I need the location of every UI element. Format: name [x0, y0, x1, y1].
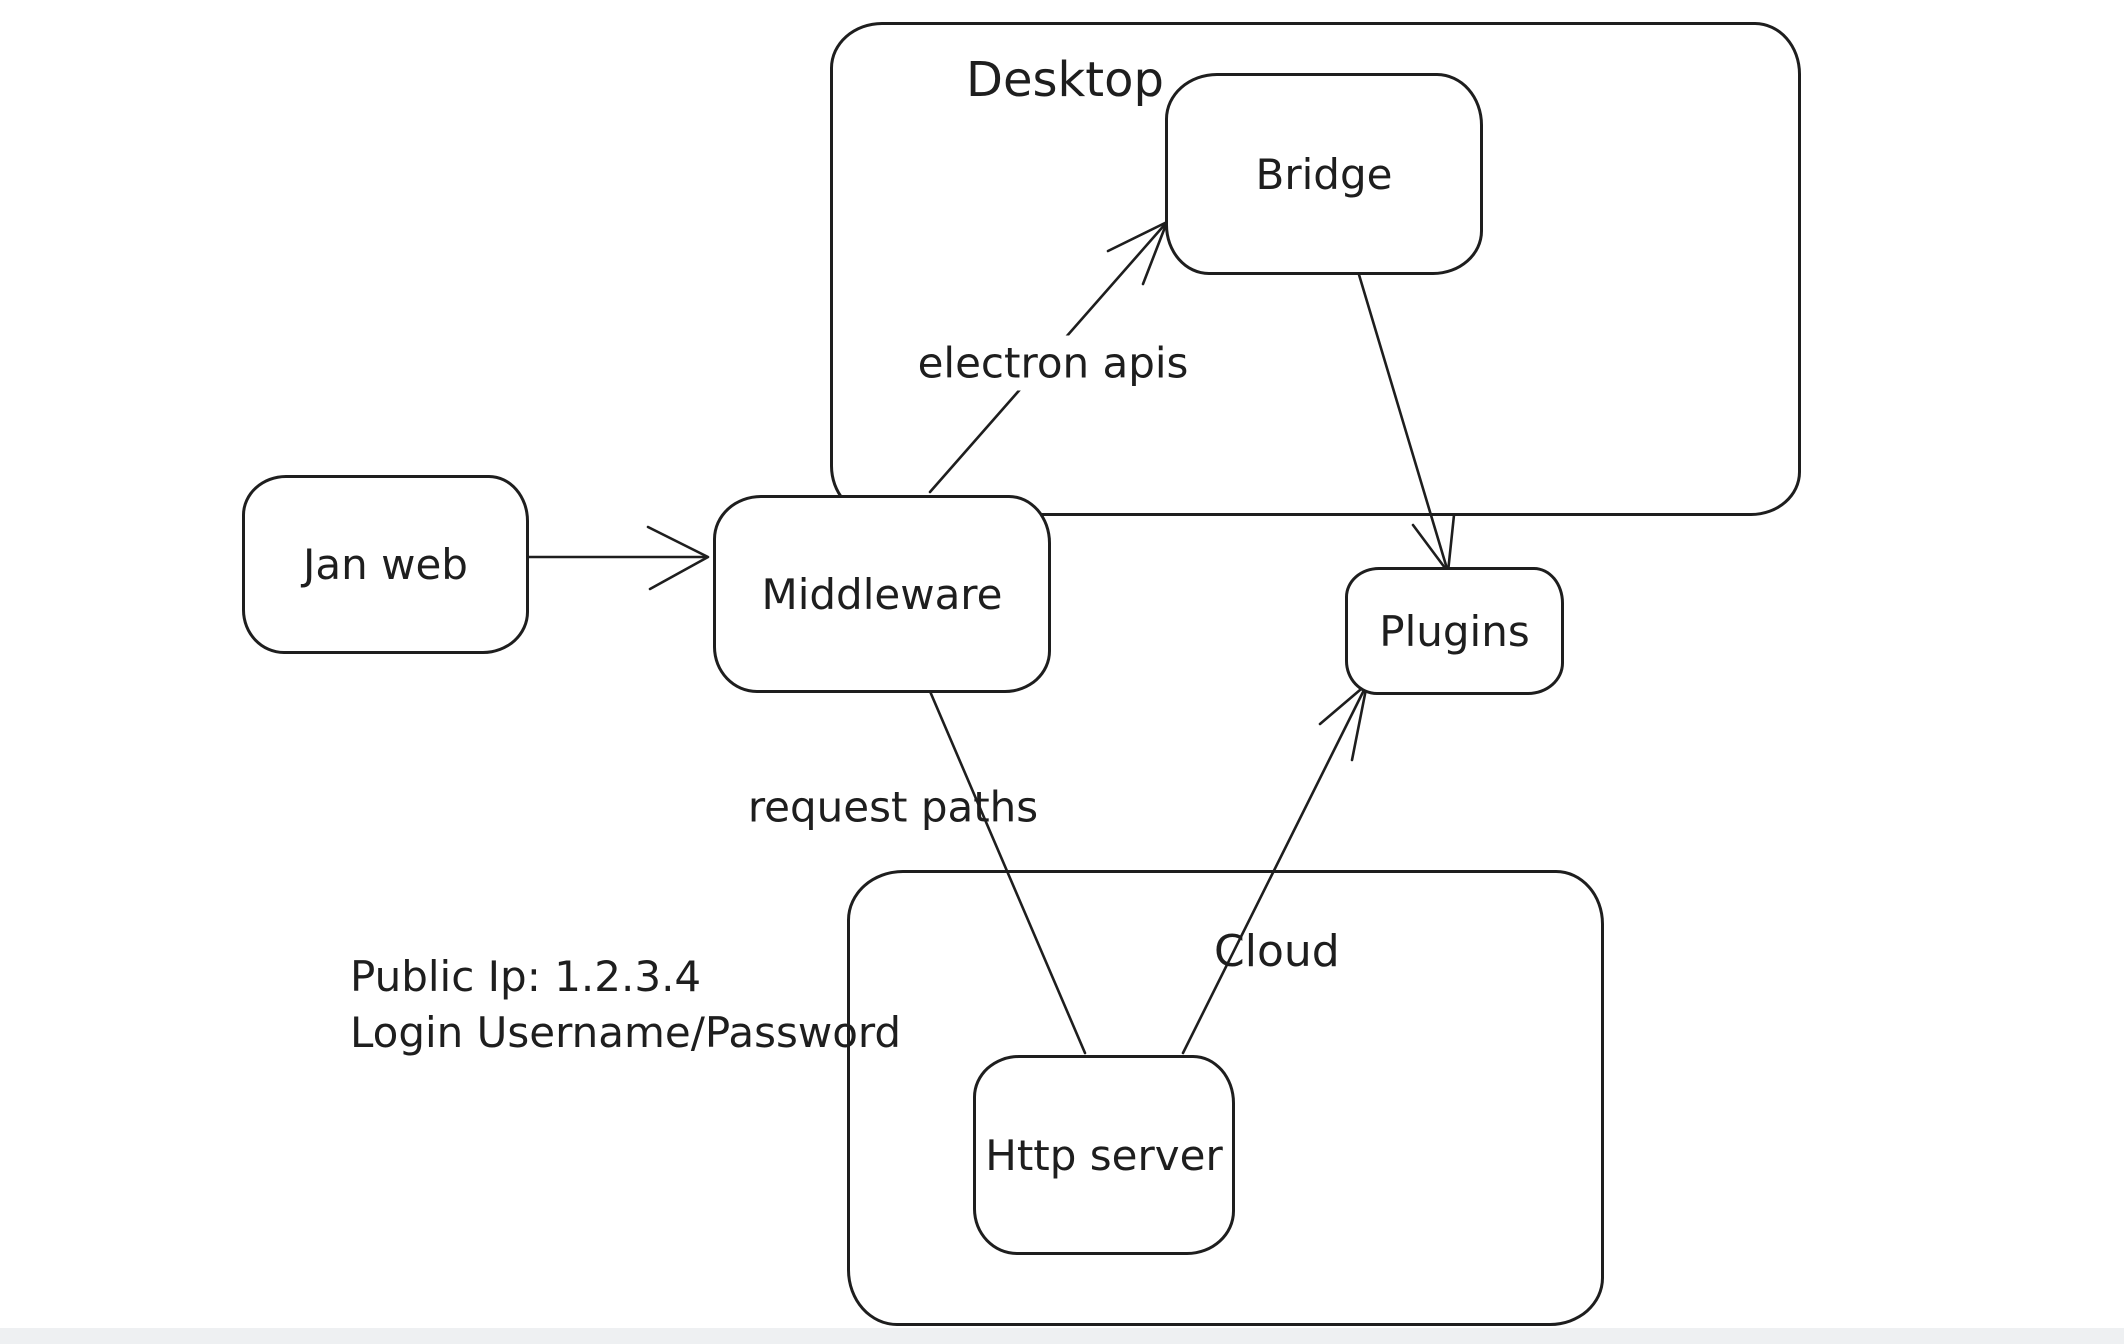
- node-http-server[interactable]: Http server: [973, 1055, 1235, 1255]
- screenshot-bottom-edge: [0, 1328, 2124, 1344]
- edge-jan-web-to-middleware-arrowhead: [646, 525, 710, 591]
- node-jan-web-label: Jan web: [303, 540, 468, 589]
- container-cloud[interactable]: [847, 870, 1604, 1326]
- container-cloud-title: Cloud: [1214, 926, 1340, 977]
- edge-bridge-to-plugins[interactable]: [1355, 266, 1450, 574]
- edge-label-electron-apis: electron apis: [907, 335, 1199, 391]
- node-jan-web[interactable]: Jan web: [242, 475, 529, 654]
- container-desktop-title: Desktop: [966, 52, 1164, 108]
- edge-label-request-paths: request paths: [747, 782, 1039, 832]
- node-plugins[interactable]: Plugins: [1345, 567, 1564, 695]
- node-bridge-label: Bridge: [1255, 149, 1393, 199]
- annotation-public-ip: Public Ip: 1.2.3.4: [350, 952, 702, 1001]
- annotation-login: Login Username/Password: [350, 1008, 902, 1057]
- node-plugins-label: Plugins: [1379, 606, 1530, 656]
- node-middleware-label: Middleware: [761, 569, 1003, 619]
- node-http-server-label: Http server: [985, 1130, 1223, 1180]
- node-middleware[interactable]: Middleware: [713, 495, 1051, 693]
- container-desktop[interactable]: [830, 22, 1801, 516]
- node-bridge[interactable]: Bridge: [1165, 73, 1483, 275]
- edge-middleware-to-http-server[interactable]: [927, 687, 1087, 1055]
- edge-http-server-to-plugins[interactable]: [1181, 682, 1369, 1055]
